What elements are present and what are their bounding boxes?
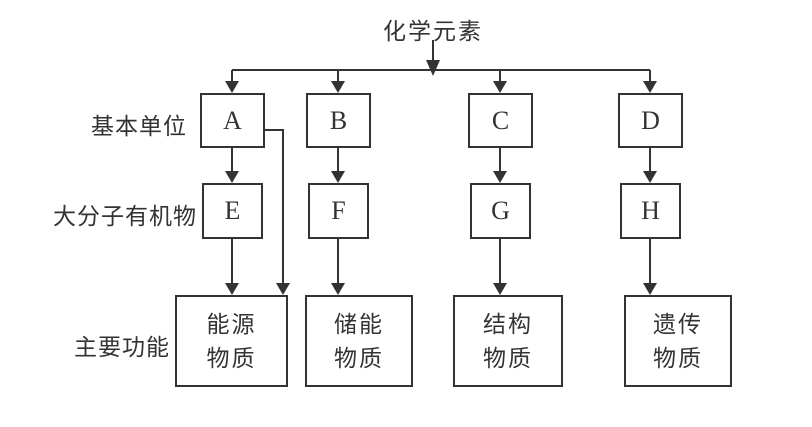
macromolecule-label: G	[491, 196, 510, 225]
arrowhead-c-g	[493, 171, 507, 183]
arrowhead-g-func	[493, 283, 507, 295]
unit-box-d: D	[618, 93, 683, 148]
row-label-functions: 主要功能	[74, 334, 170, 360]
arrowhead-d-h	[643, 171, 657, 183]
arrowhead-h-func	[643, 283, 657, 295]
function-label-line: 储能	[334, 311, 384, 337]
function-box-storage: 储能 物质	[305, 295, 413, 387]
unit-label: B	[329, 105, 348, 135]
macromolecule-box-h: H	[620, 183, 681, 239]
drop-arrowhead-c	[493, 81, 507, 93]
drop-arrowhead-d	[643, 81, 657, 93]
function-label-line: 遗传	[653, 311, 703, 337]
macromolecule-box-f: F	[308, 183, 369, 239]
drop-arrowhead-b	[331, 81, 345, 93]
macromolecule-box-g: G	[470, 183, 531, 239]
title-drop-arrowhead	[426, 60, 440, 76]
unit-label: A	[223, 105, 242, 135]
function-label-line: 物质	[653, 345, 703, 371]
unit-box-b: B	[306, 93, 371, 148]
macromolecule-label: H	[641, 196, 660, 225]
function-box-genetic: 遗传 物质	[624, 295, 732, 387]
macromolecule-box-e: E	[202, 183, 263, 239]
arrowhead-f-func	[331, 283, 345, 295]
function-box-structure: 结构 物质	[453, 295, 563, 387]
function-label-line: 物质	[334, 345, 384, 371]
arrowhead-b-f	[331, 171, 345, 183]
unit-label: C	[491, 105, 510, 135]
unit-box-c: C	[468, 93, 533, 148]
macromolecule-label: E	[224, 196, 241, 225]
function-label-line: 能源	[206, 311, 257, 337]
arrowhead-a-e	[225, 171, 239, 183]
unit-label: D	[641, 105, 660, 135]
function-label-line: 物质	[206, 345, 257, 371]
row-label-units: 基本单位	[91, 113, 187, 139]
function-label-line: 结构	[483, 311, 533, 337]
arrowhead-e-func	[225, 283, 239, 295]
function-box-energy: 能源 物质	[175, 295, 288, 387]
row-label-macromolecules: 大分子有机物	[53, 203, 197, 229]
bypass-line-a-func	[264, 129, 284, 284]
bypass-arrowhead-a-func	[276, 283, 290, 295]
diagram-title: 化学元素	[383, 18, 483, 44]
drop-arrowhead-a	[225, 81, 239, 93]
unit-box-a: A	[200, 93, 265, 148]
macromolecule-label: F	[331, 196, 346, 225]
function-label-line: 物质	[483, 345, 533, 371]
